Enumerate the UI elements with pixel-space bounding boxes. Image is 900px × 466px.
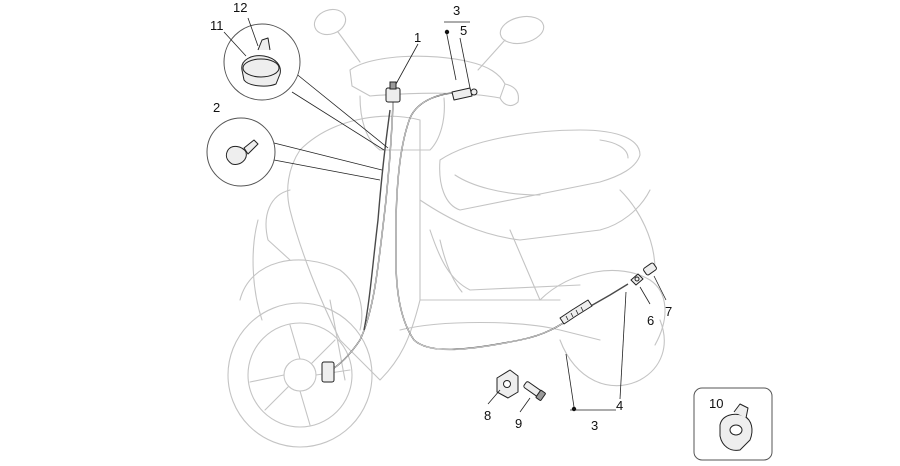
screw-part xyxy=(523,381,546,401)
callout-9: 9 xyxy=(515,416,522,431)
callout-8: 8 xyxy=(484,408,491,423)
callout-5: 5 xyxy=(460,23,467,38)
callout-4: 4 xyxy=(616,398,623,413)
callout-2: 2 xyxy=(213,100,220,115)
callout-12: 12 xyxy=(233,0,247,15)
detail-2 xyxy=(206,117,383,187)
leader-lines xyxy=(223,17,667,413)
scooter-outline xyxy=(227,8,666,448)
speedometer-cable-head xyxy=(385,81,401,103)
throttle-cable xyxy=(395,91,576,351)
callout-6: 6 xyxy=(647,313,654,328)
detail-11-12 xyxy=(223,23,389,151)
callout-1: 1 xyxy=(414,30,421,45)
bracket-part xyxy=(496,369,519,399)
speedometer-cable xyxy=(327,101,394,373)
callout-3-top: 3 xyxy=(453,3,460,18)
callout-labels: 1 2 3 3 4 5 6 7 8 9 10 11 12 xyxy=(210,0,723,433)
callout-11: 11 xyxy=(210,18,224,33)
callout-7: 7 xyxy=(665,304,672,319)
callout-3-bottom: 3 xyxy=(591,418,598,433)
throttle-cable-end xyxy=(451,87,478,101)
reference-dots xyxy=(444,29,577,412)
cable-nut xyxy=(630,273,644,286)
speedo-drive-end xyxy=(321,361,335,383)
carb-cable-adjuster xyxy=(559,283,629,325)
inset-box-10 xyxy=(693,387,773,461)
callout-10: 10 xyxy=(709,396,723,411)
cable-ferrule xyxy=(643,262,657,276)
